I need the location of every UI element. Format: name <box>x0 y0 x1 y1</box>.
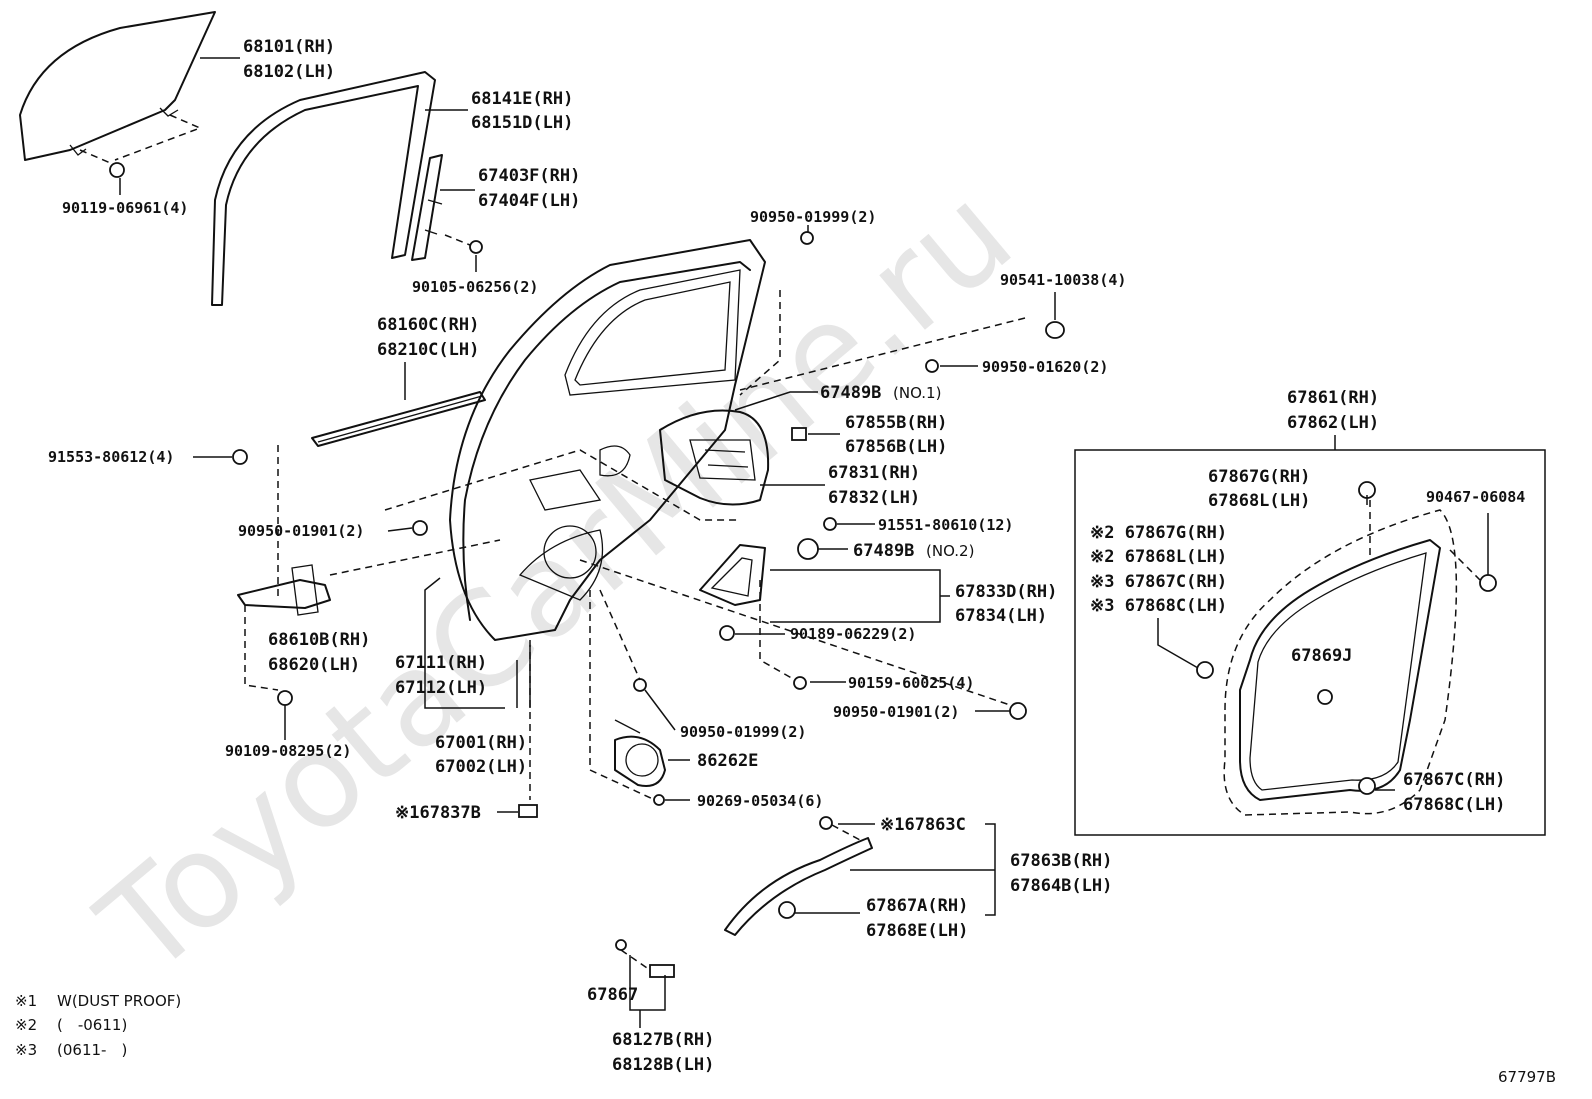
label-90950-01620: 90950-01620(2) <box>982 358 1108 376</box>
label-67863b: 67863B(RH) <box>1010 851 1112 871</box>
label-90105-06256: 90105-06256(2) <box>412 278 538 296</box>
label-67832: 67832(LH) <box>828 488 920 508</box>
label-90950-01901-right: 90950-01901(2) <box>833 703 959 721</box>
label-67834: 67834(LH) <box>955 606 1047 626</box>
label-67831: 67831(RH) <box>828 463 920 483</box>
watermark-text: ToyotaCarMine.ru <box>71 157 1039 1004</box>
label-90269-05034: 90269-05034(6) <box>697 792 823 810</box>
label-90189-06229: 90189-06229(2) <box>790 625 916 643</box>
label-67489b-no1-sub: (NO.1) <box>893 384 941 402</box>
label-67404f: 67404F(LH) <box>478 191 580 211</box>
label-67867a: 67867A(RH) <box>866 896 968 916</box>
belt-moulding-part <box>311 391 486 447</box>
inside-handle-part <box>699 544 766 606</box>
label-67863c: ※167863C <box>880 815 966 835</box>
speaker-part <box>614 719 666 787</box>
label-67861: 67861(RH) <box>1287 388 1379 408</box>
label-67867: 67867 <box>587 985 638 1005</box>
label-67489b-no2: 67489B <box>853 541 914 561</box>
label-68610b: 68610B(RH) <box>268 630 370 650</box>
door-glass-part <box>19 11 216 178</box>
glass-run-channel-part <box>211 71 436 306</box>
weatherstrip-part <box>1223 509 1458 816</box>
label-67869j: 67869J <box>1291 646 1352 666</box>
label-68160c: 68160C(RH) <box>377 315 479 335</box>
label-67489b-no2-sub: (NO.2) <box>926 542 974 560</box>
door-shell-part <box>449 239 766 641</box>
label-67868c-box: 67868C(LH) <box>1403 795 1505 815</box>
label-67489b-no1: 67489B <box>820 383 881 403</box>
weatherstrip-group-box <box>1074 449 1546 836</box>
label-90109-08295: 90109-08295(2) <box>225 742 351 760</box>
label-68127b: 68127B(RH) <box>612 1030 714 1050</box>
label-68102: 68102(LH) <box>243 62 335 82</box>
notes-legend: ※1 W(DUST PROOF) ※2 ( -0611) ※3 (0611- ) <box>15 992 181 1059</box>
label-90159-60025: 90159-60025(4) <box>848 674 974 692</box>
label-67001: 67001(RH) <box>435 733 527 753</box>
label-90541-10038: 90541-10038(4) <box>1000 271 1126 289</box>
label-67856b: 67856B(LH) <box>845 437 947 457</box>
note-2-mark: ※2 <box>15 1016 37 1034</box>
label-67111: 67111(RH) <box>395 653 487 673</box>
label-67867c-box: 67867C(RH) <box>1403 770 1505 790</box>
label-68620: 68620(LH) <box>268 655 360 675</box>
label-68128b: 68128B(LH) <box>612 1055 714 1075</box>
label-90467-06084: 90467-06084 <box>1426 488 1525 506</box>
label-67868c-note3: ※3 67868C(LH) <box>1090 596 1227 616</box>
label-67867g-note2: ※2 67867G(RH) <box>1090 523 1227 543</box>
label-67867g-box: 67867G(RH) <box>1208 467 1310 487</box>
label-67403f: 67403F(RH) <box>478 166 580 186</box>
label-90950-01999-mid: 90950-01999(2) <box>680 723 806 741</box>
part-labels: 68101(RH) 68102(LH) 90119-06961(4) 68141… <box>48 37 1525 1075</box>
label-91551-80610: 91551-80610(12) <box>878 516 1013 534</box>
label-67002: 67002(LH) <box>435 757 527 777</box>
label-67868l-box: 67868L(LH) <box>1208 491 1310 511</box>
note-3-text: (0611- ) <box>57 1041 127 1059</box>
note-1-text: W(DUST PROOF) <box>57 992 181 1010</box>
door-check-part <box>232 445 331 706</box>
label-67833d: 67833D(RH) <box>955 582 1057 602</box>
label-67868l-note2: ※2 67868L(LH) <box>1090 547 1227 567</box>
diagram-code: 67797B <box>1498 1068 1556 1086</box>
lower-weatherstrip-part <box>724 837 873 936</box>
note-3-mark: ※3 <box>15 1041 37 1059</box>
label-91553-80612: 91553-80612(4) <box>48 448 174 466</box>
label-68101: 68101(RH) <box>243 37 335 57</box>
label-90950-01999-top: 90950-01999(2) <box>750 208 876 226</box>
label-68151d: 68151D(LH) <box>471 113 573 133</box>
door-trim-part <box>659 409 770 506</box>
label-90950-01901-left: 90950-01901(2) <box>238 522 364 540</box>
label-68141e: 68141E(RH) <box>471 89 573 109</box>
label-67868e: 67868E(LH) <box>866 921 968 941</box>
clip-parts <box>412 231 1497 978</box>
label-90119-06961: 90119-06961(4) <box>62 199 188 217</box>
label-67862: 67862(LH) <box>1287 413 1379 433</box>
leader-lines <box>119 57 1489 1028</box>
label-67864b: 67864B(LH) <box>1010 876 1112 896</box>
note-1-mark: ※1 <box>15 992 37 1010</box>
label-86262e: 86262E <box>697 751 758 771</box>
division-bar-part <box>411 154 483 261</box>
label-68210c: 68210C(LH) <box>377 340 479 360</box>
label-67867c-note3: ※3 67867C(RH) <box>1090 572 1227 592</box>
label-67837b: ※167837B <box>395 803 481 823</box>
label-67855b: 67855B(RH) <box>845 413 947 433</box>
note-2-text: ( -0611) <box>57 1016 127 1034</box>
label-67112: 67112(LH) <box>395 678 487 698</box>
